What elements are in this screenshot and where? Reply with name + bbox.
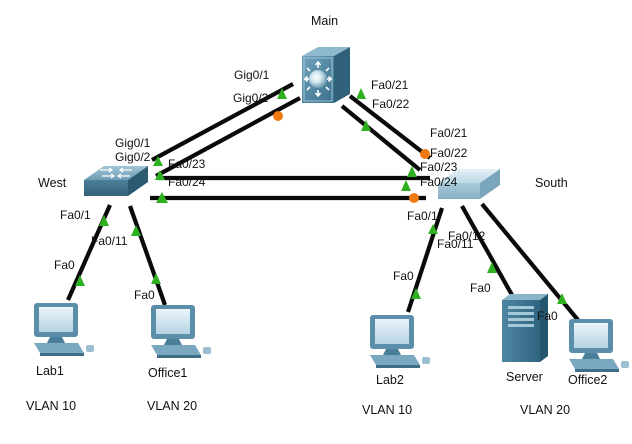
link-up-indicator bbox=[361, 120, 371, 131]
port-label-south-fa012: Fa0/12 bbox=[448, 229, 486, 243]
link-up-indicator bbox=[151, 273, 161, 284]
link-blocked-indicator bbox=[409, 193, 419, 203]
port-label-west-gig02: Gig0/2 bbox=[115, 150, 151, 164]
link-up-indicator bbox=[277, 88, 287, 99]
pc-icon bbox=[34, 303, 94, 356]
port-label-south-fa024: Fa0/24 bbox=[420, 175, 458, 189]
device-server[interactable]: Server bbox=[502, 294, 548, 384]
device-name-office2: Office2 bbox=[568, 373, 607, 387]
link-up-indicator bbox=[156, 192, 168, 203]
port-label-lab1-fa0: Fa0 bbox=[54, 258, 75, 272]
device-name-main: Main bbox=[311, 14, 338, 28]
link-up-indicator bbox=[153, 156, 163, 166]
link-up-indicator bbox=[411, 288, 421, 299]
cable-west-fa011-office1[interactable] bbox=[128, 205, 167, 306]
port-label-main-fa022: Fa0/22 bbox=[372, 97, 410, 111]
port-label-lab2-fa0: Fa0 bbox=[393, 269, 414, 283]
device-office2[interactable]: Office2 bbox=[568, 319, 629, 387]
port-label-office1-fa0: Fa0 bbox=[134, 288, 155, 302]
link-up-indicator bbox=[75, 275, 85, 286]
port-label-main-fa021: Fa0/21 bbox=[371, 78, 409, 92]
device-name-lab2: Lab2 bbox=[376, 373, 404, 387]
cable-main-fa021-south-fa021[interactable] bbox=[348, 94, 432, 160]
port-label-office2-fa0: Fa0 bbox=[537, 309, 558, 323]
link-up-indicator bbox=[99, 215, 109, 226]
link-blocked-indicator bbox=[420, 149, 430, 159]
cables bbox=[66, 82, 580, 322]
link-up-indicator bbox=[428, 224, 438, 234]
device-lab2[interactable]: Lab2 bbox=[370, 315, 430, 387]
pc-icon bbox=[569, 319, 629, 372]
link-up-indicator bbox=[131, 225, 141, 236]
vlan-label-office1: VLAN 20 bbox=[147, 399, 197, 413]
vlan-label-south-office: VLAN 20 bbox=[520, 403, 570, 417]
link-up-indicator bbox=[401, 180, 411, 191]
device-lab1[interactable]: Lab1 bbox=[34, 303, 94, 378]
switch-icon bbox=[438, 169, 500, 199]
server-icon bbox=[502, 294, 548, 362]
device-name-west: West bbox=[38, 176, 67, 190]
port-label-south-fa022: Fa0/22 bbox=[430, 146, 468, 160]
pc-icon bbox=[151, 305, 211, 358]
port-label-south-fa01: Fa0/1 bbox=[407, 209, 438, 223]
vlan-label-lab1: VLAN 10 bbox=[26, 399, 76, 413]
cable-south-fa011-server[interactable] bbox=[460, 204, 514, 297]
port-label-south-fa011: Fa0/11 bbox=[437, 237, 474, 251]
cable-main-gig01-west-gig01[interactable] bbox=[151, 82, 294, 162]
device-name-server: Server bbox=[506, 370, 543, 384]
link-blocked-indicator bbox=[273, 111, 283, 121]
switch-icon bbox=[84, 166, 148, 196]
device-name-lab1: Lab1 bbox=[36, 364, 64, 378]
port-label-west-fa01: Fa0/1 bbox=[60, 208, 91, 222]
vlan-labels: VLAN 10 VLAN 20 VLAN 10 VLAN 20 bbox=[26, 399, 570, 417]
port-label-south-fa021: Fa0/21 bbox=[430, 126, 468, 140]
cable-main-gig02-west-gig02[interactable] bbox=[154, 96, 302, 178]
port-label-west-fa024: Fa0/24 bbox=[168, 175, 206, 189]
port-labels: Gig0/1 Gig0/2 Fa0/21 Fa0/22 Gig0/1 Gig0/… bbox=[54, 68, 558, 323]
link-lights bbox=[75, 88, 567, 304]
link-up-indicator bbox=[356, 88, 366, 99]
device-name-south: South bbox=[535, 176, 568, 190]
port-label-main-gig01: Gig0/1 bbox=[234, 68, 270, 82]
device-name-office1: Office1 bbox=[148, 366, 187, 380]
port-label-west-fa011: Fa0/11 bbox=[91, 234, 128, 248]
port-label-server-fa0: Fa0 bbox=[470, 281, 491, 295]
link-up-indicator bbox=[487, 262, 497, 273]
port-label-main-gig02: Gig0/2 bbox=[233, 91, 269, 105]
link-up-indicator bbox=[407, 166, 417, 177]
port-label-south-fa023: Fa0/23 bbox=[420, 160, 458, 174]
cable-main-fa022-south-fa022[interactable] bbox=[340, 104, 422, 172]
port-label-west-fa023: Fa0/23 bbox=[168, 157, 206, 171]
device-main[interactable]: Main bbox=[302, 14, 350, 103]
pc-icon bbox=[370, 315, 430, 368]
link-up-indicator bbox=[155, 170, 165, 180]
multilayer-switch-icon bbox=[302, 47, 350, 103]
device-office1[interactable]: Office1 bbox=[148, 305, 211, 380]
device-west[interactable]: West bbox=[38, 166, 148, 196]
port-label-west-gig01: Gig0/1 bbox=[115, 136, 151, 150]
link-up-indicator bbox=[557, 293, 567, 304]
device-south[interactable]: South bbox=[438, 169, 568, 199]
vlan-label-lab2: VLAN 10 bbox=[362, 403, 412, 417]
